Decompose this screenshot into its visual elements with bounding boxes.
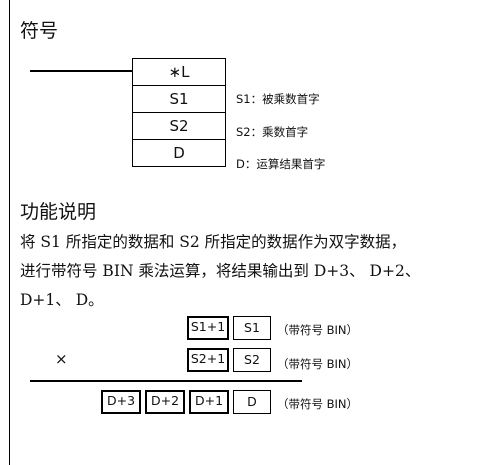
symbol-cell-instruction: ∗L — [132, 58, 226, 85]
multiply-sign: × — [55, 350, 68, 368]
operand-box-s1-low: S1 — [233, 316, 271, 340]
result-box-d3: D+3 — [101, 390, 141, 414]
operand-box-s1-high: S1+1 — [187, 316, 229, 340]
section-title-function: 功能说明 — [20, 201, 97, 223]
input-line — [30, 70, 132, 72]
operand-box-s2-low: S2 — [233, 348, 271, 372]
description-line-3: D+1、 D。 — [20, 291, 104, 309]
result-box-d1: D+1 — [189, 390, 229, 414]
signed-note-row2: （带符号 BIN） — [277, 357, 359, 371]
left-margin-line — [9, 0, 10, 465]
signed-note-result: （带符号 BIN） — [277, 397, 359, 411]
result-rule — [30, 380, 302, 382]
operand-desc-s1: S1：被乘数首字 — [236, 92, 320, 106]
description-line-2: 进行带符号 BIN 乘法运算，将结果输出到 D+3、 D+2、 — [20, 262, 421, 280]
symbol-cell-s1: S1 — [132, 85, 226, 112]
operand-desc-s2: S2：乘数首字 — [236, 125, 309, 139]
operand-desc-d: D：运算结果首字 — [236, 157, 326, 171]
symbol-cell-s2: S2 — [132, 112, 226, 139]
result-box-d2: D+2 — [145, 390, 185, 414]
description-line-1: 将 S1 所指定的数据和 S2 所指定的数据作为双字数据， — [20, 233, 407, 251]
result-box-d: D — [233, 390, 271, 414]
operand-box-s2-high: S2+1 — [187, 348, 229, 372]
section-title-symbol: 符号 — [20, 20, 59, 42]
symbol-cell-d: D — [132, 139, 226, 167]
signed-note-row1: （带符号 BIN） — [277, 323, 359, 337]
